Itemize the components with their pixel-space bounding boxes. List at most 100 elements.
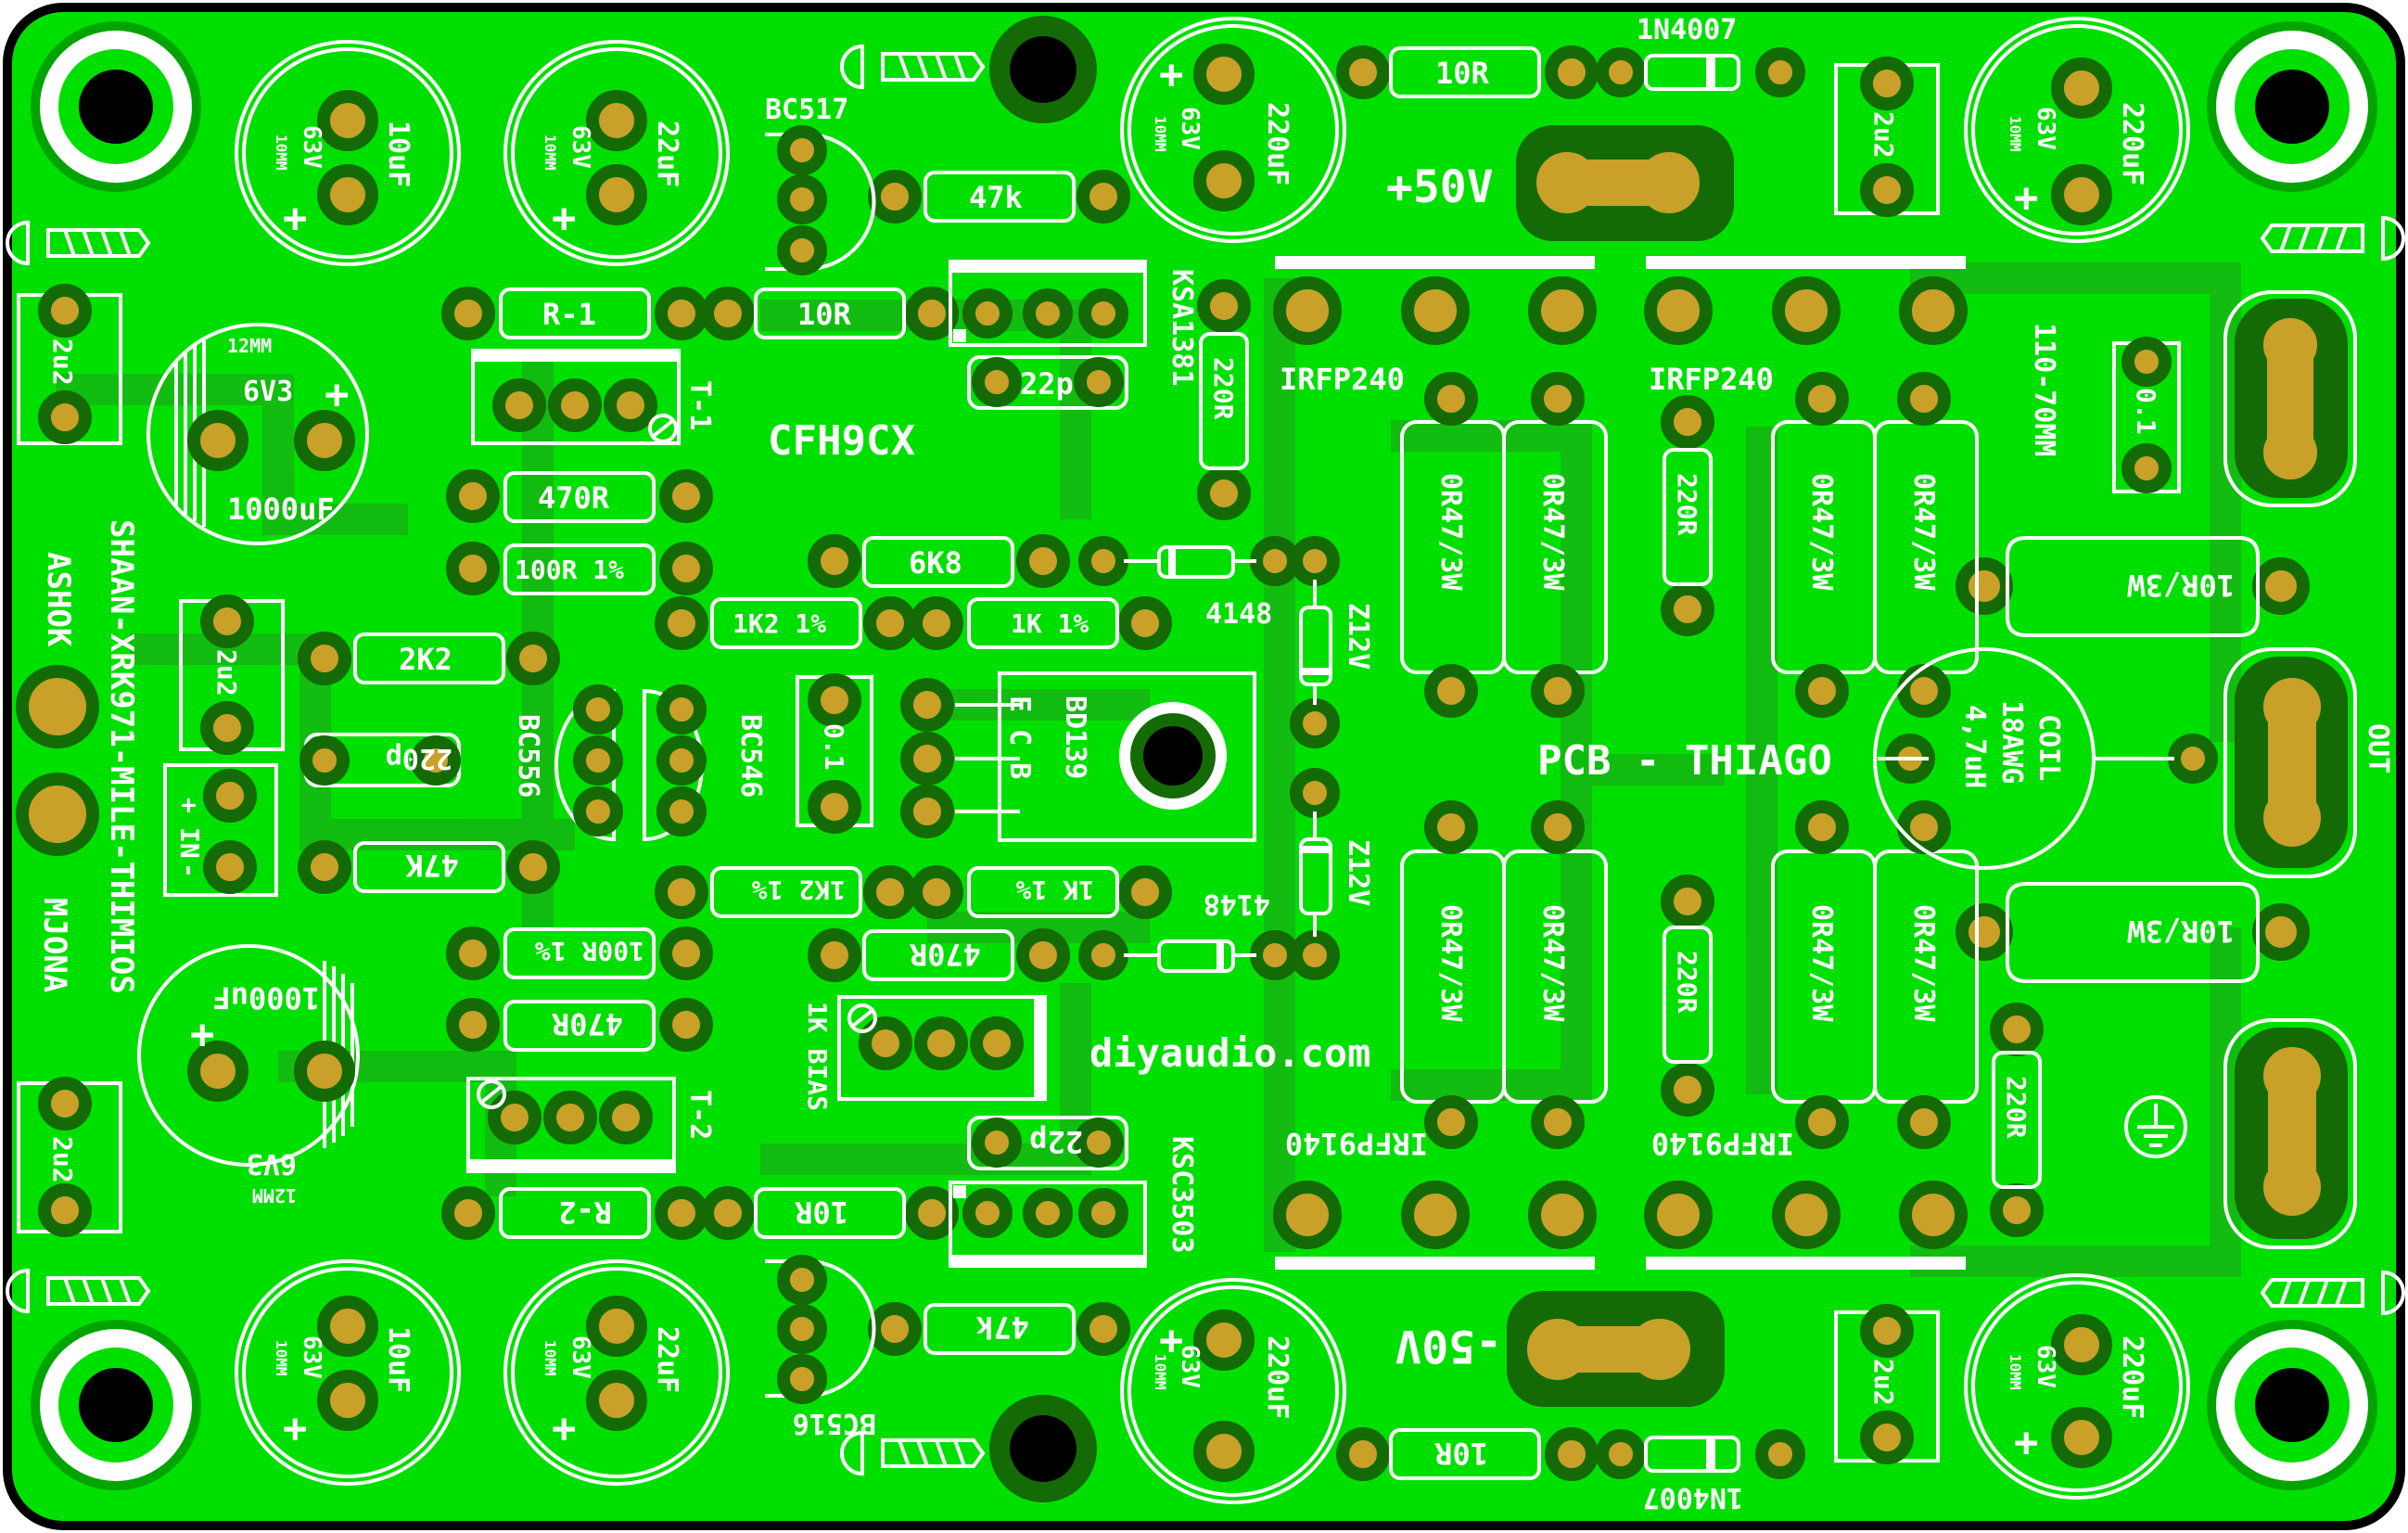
- mosfet-irfp240-b: IRFP240: [1644, 256, 1968, 397]
- resistor-1k2-b: 1K2 1%: [655, 865, 917, 919]
- cap-22p-top: 22p: [967, 355, 1128, 410]
- svg-text:220uF: 220uF: [1261, 1335, 1293, 1419]
- cap-220uf-bottom: 220uF 63V 10MM +: [1120, 1278, 1346, 1504]
- svg-text:+: +: [325, 371, 350, 418]
- zener-12v-top: Z12V: [1290, 536, 1374, 748]
- screw-icon: [840, 44, 986, 90]
- cap-2u2-left-bottom: 2u2: [17, 1077, 122, 1237]
- transistor-bc546: BC546: [643, 684, 767, 842]
- svg-text:63V: 63V: [567, 125, 594, 169]
- board-website: diyaudio.com: [1089, 1030, 1370, 1076]
- mounting-hole-tl: [31, 21, 201, 192]
- resistor-470r: 470R: [446, 469, 713, 523]
- svg-text:47k: 47k: [969, 180, 1023, 215]
- svg-text:1K2 1%: 1K2 1%: [752, 875, 846, 905]
- diode-4148-bottom: 4148: [1078, 888, 1300, 980]
- svg-text:2u2: 2u2: [47, 1136, 78, 1183]
- mount-spacing-label: 110-70MM: [2028, 323, 2060, 457]
- terminal-output: OUT: [2223, 647, 2394, 878]
- mounting-hole-br: [2207, 1320, 2377, 1490]
- svg-text:0R47/3W: 0R47/3W: [1536, 904, 1569, 1022]
- svg-text:1N4007: 1N4007: [1643, 1481, 1743, 1514]
- svg-text:10R: 10R: [794, 1194, 848, 1230]
- svg-text:0R47/3W: 0R47/3W: [1434, 904, 1467, 1022]
- svg-text:+: +: [174, 798, 205, 813]
- resistor-6k8: 6K8: [808, 534, 1070, 588]
- source-resistor-0r47-4: 0R47/3W: [1873, 372, 1979, 718]
- trimmer-t2: T-2: [466, 1077, 716, 1173]
- svg-text:T-2: T-2: [683, 1090, 716, 1140]
- svg-text:10R: 10R: [1433, 1436, 1488, 1471]
- svg-text:1K 1%: 1K 1%: [1016, 875, 1094, 905]
- svg-text:0R47/3W: 0R47/3W: [1805, 473, 1838, 591]
- svg-text:2u2: 2u2: [211, 649, 242, 696]
- svg-text:220R: 220R: [1208, 357, 1239, 420]
- svg-text:0R47/3W: 0R47/3W: [1907, 904, 1940, 1022]
- mosfet-irfp240-a: IRFP240: [1273, 256, 1597, 397]
- svg-text:4148: 4148: [1204, 888, 1270, 920]
- svg-text:6K8: 6K8: [909, 545, 962, 581]
- resistor-10r-3w-a: 10R/3W: [1956, 536, 2310, 637]
- diode-1n4007-bottom: 1N4007: [1596, 1429, 1805, 1514]
- svg-text:+: +: [2014, 174, 2039, 222]
- svg-text:0R47/3W: 0R47/3W: [1805, 904, 1838, 1022]
- cap-2u2-top-right: 2u2: [1834, 57, 1940, 217]
- svg-text:100R 1%: 100R 1%: [515, 555, 624, 585]
- resistor-470r-c: 470R: [808, 928, 1070, 982]
- resistor-1k2-a: 1K2 1%: [655, 596, 917, 650]
- svg-text:22p: 22p: [1020, 366, 1074, 402]
- svg-text:22p: 22p: [1029, 1124, 1083, 1159]
- screw-icon: [6, 1268, 151, 1314]
- svg-text:220uF: 220uF: [2116, 1335, 2148, 1419]
- cap-1000uf-bottom: 1000uF + 6V3 12MM: [137, 944, 360, 1207]
- svg-text:18AWG: 18AWG: [1995, 700, 2028, 784]
- svg-text:+: +: [1159, 51, 1184, 98]
- svg-text:10R/3W: 10R/3W: [2127, 913, 2235, 949]
- svg-text:KSA1381: KSA1381: [1166, 269, 1198, 386]
- svg-text:+: +: [552, 195, 577, 242]
- svg-text:63V: 63V: [2032, 107, 2059, 150]
- svg-text:Z12V: Z12V: [1342, 839, 1374, 906]
- svg-text:12MM: 12MM: [227, 335, 272, 357]
- cap-2u2-bottom-right: 2u2: [1834, 1304, 1940, 1464]
- svg-text:47K: 47K: [404, 848, 459, 883]
- svg-text:2u2: 2u2: [47, 339, 78, 386]
- svg-text:470R: 470R: [538, 480, 610, 516]
- svg-text:10MM: 10MM: [541, 134, 559, 171]
- svg-text:+: +: [283, 195, 308, 242]
- svg-text:OUT: OUT: [2362, 723, 2394, 773]
- svg-text:22uF: 22uF: [651, 121, 683, 187]
- svg-text:220R: 220R: [1672, 951, 1702, 1014]
- board-title: CFH9CX: [768, 417, 915, 465]
- svg-text:63V: 63V: [2032, 1345, 2059, 1388]
- resistor-r2: R-2: [441, 1186, 708, 1240]
- svg-text:-50V: -50V: [1395, 1320, 1502, 1372]
- svg-text:10R: 10R: [797, 297, 852, 332]
- terminal-ground: [2223, 1018, 2357, 1249]
- source-resistor-0r47-2: 0R47/3W: [1502, 372, 1608, 718]
- cap-220uf-top-right: 220uF 63V 10MM +: [1964, 17, 2190, 243]
- terminal-speaker-top: [2223, 290, 2357, 507]
- svg-text:10R/3W: 10R/3W: [2127, 568, 2235, 603]
- svg-text:12MM: 12MM: [252, 1184, 297, 1207]
- resistor-10r-top: 10R: [701, 287, 959, 340]
- svg-text:BC516: BC516: [793, 1407, 876, 1439]
- resistor-100r-1pct-b: 100R 1%: [446, 926, 713, 980]
- transistor-ksc3503: KSC3503: [949, 1136, 1198, 1268]
- input-connector: + IN -: [163, 763, 278, 897]
- svg-text:63V: 63V: [567, 1335, 594, 1379]
- svg-text:63V: 63V: [1176, 107, 1204, 150]
- svg-text:100R 1%: 100R 1%: [535, 936, 644, 966]
- resistor-10r-bottom: 10R: [701, 1186, 959, 1240]
- svg-text:470R: 470R: [909, 937, 981, 972]
- svg-text:220p: 220p: [386, 742, 452, 774]
- resistor-470r-b: 470R: [446, 998, 713, 1052]
- svg-text:IRFP9140: IRFP9140: [1651, 1126, 1794, 1161]
- svg-text:T-1: T-1: [683, 380, 716, 430]
- screw-icon: [6, 220, 151, 266]
- resistor-1k-a: 1K 1%: [910, 596, 1172, 650]
- svg-text:0R47/3W: 0R47/3W: [1434, 473, 1467, 591]
- screw-icon: [2260, 215, 2405, 262]
- cap-220uf-top: 220uF 63V 10MM +: [1120, 17, 1346, 243]
